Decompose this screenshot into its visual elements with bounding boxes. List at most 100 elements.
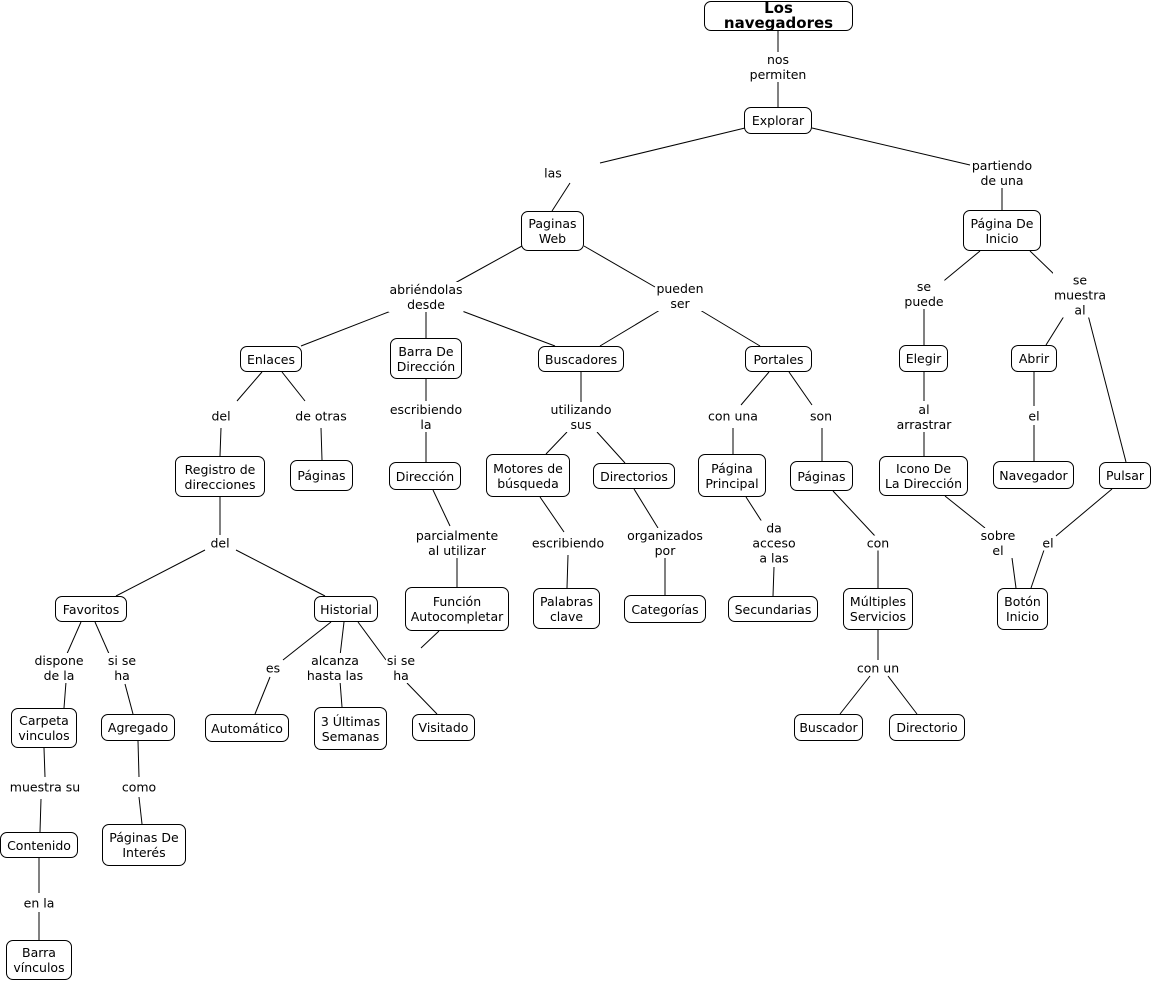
connector-line bbox=[115, 549, 206, 597]
concept-node-categorias[interactable]: Categorías bbox=[624, 595, 706, 623]
link-label-muestra-su: muestra su bbox=[8, 779, 82, 795]
connector-line bbox=[65, 621, 82, 657]
connector-line bbox=[745, 496, 765, 526]
connector-line bbox=[39, 798, 42, 833]
connector-line bbox=[282, 621, 332, 661]
concept-node-directorio[interactable]: Directorio bbox=[889, 714, 965, 741]
concept-node-semanas[interactable]: 3 Últimas Semanas bbox=[314, 707, 387, 750]
link-label-da-acceso: da acceso a las bbox=[751, 520, 797, 566]
concept-node-pulsar[interactable]: Pulsar bbox=[1099, 462, 1151, 489]
concept-node-pagina-principal[interactable]: Página Principal bbox=[698, 454, 766, 497]
connector-line bbox=[596, 431, 626, 464]
link-label-con-una: con una bbox=[707, 408, 759, 424]
connector-line bbox=[1030, 549, 1045, 589]
concept-node-enlaces[interactable]: Enlaces bbox=[240, 346, 302, 372]
connector-line bbox=[811, 127, 971, 166]
connector-line bbox=[454, 245, 523, 284]
connector-line bbox=[94, 621, 111, 657]
connector-line bbox=[339, 680, 343, 708]
link-label-utilizando: utilizando sus bbox=[549, 402, 613, 432]
concept-node-multiples[interactable]: Múltiples Servicios bbox=[843, 588, 913, 630]
concept-node-pagina-inicio[interactable]: Página De Inicio bbox=[963, 210, 1041, 251]
connector-line bbox=[939, 250, 981, 285]
connector-line bbox=[137, 740, 140, 778]
concept-node-automatico[interactable]: Automático bbox=[205, 714, 289, 742]
concept-node-contenido[interactable]: Contenido bbox=[0, 832, 78, 858]
concept-node-secundarias[interactable]: Secundarias bbox=[728, 596, 818, 622]
concept-node-paginas-otras[interactable]: Páginas bbox=[290, 460, 353, 491]
link-label-el-abrir: el bbox=[1027, 408, 1041, 424]
concept-node-barra-vinculos[interactable]: Barra vínculos bbox=[6, 940, 72, 980]
link-label-con: con bbox=[865, 535, 891, 551]
concept-node-motores[interactable]: Motores de búsqueda bbox=[486, 454, 570, 497]
connector-line bbox=[219, 427, 222, 457]
link-label-parcialmente: parcialmente al utilizar bbox=[414, 528, 500, 558]
connector-line bbox=[124, 683, 134, 715]
link-label-se-puede: se puede bbox=[903, 279, 945, 309]
link-label-de-otras: de otras bbox=[294, 408, 348, 424]
concept-node-directorios[interactable]: Directorios bbox=[593, 463, 675, 489]
connector-line bbox=[551, 182, 571, 212]
link-label-se-muestra: se muestra al bbox=[1052, 272, 1108, 318]
connector-line bbox=[545, 431, 568, 455]
connector-line bbox=[254, 676, 271, 715]
concept-node-registro[interactable]: Registro de direcciones bbox=[175, 456, 265, 497]
link-label-escribiendo: escribiendo bbox=[530, 535, 606, 551]
link-label-abriendolas: abriéndolas desde bbox=[388, 282, 464, 312]
link-label-es: es bbox=[264, 660, 282, 676]
connector-line bbox=[420, 630, 440, 649]
concept-node-navegadores[interactable]: Los navegadores bbox=[704, 1, 853, 31]
connector-line bbox=[699, 309, 761, 347]
connector-line bbox=[583, 245, 656, 288]
connector-line bbox=[43, 747, 46, 778]
concept-node-navegador[interactable]: Navegador bbox=[993, 461, 1074, 489]
connector-line bbox=[432, 489, 451, 527]
link-label-del-enlaces: del bbox=[210, 408, 232, 424]
concept-node-paginas-web[interactable]: Paginas Web bbox=[521, 211, 584, 251]
connector-line bbox=[63, 681, 67, 709]
concept-node-agregado[interactable]: Agregado bbox=[101, 714, 175, 741]
connector-line bbox=[235, 549, 326, 597]
connector-line bbox=[406, 682, 438, 715]
concept-node-buscador[interactable]: Buscador bbox=[794, 714, 863, 741]
connector-line bbox=[1055, 488, 1113, 537]
concept-node-elegir[interactable]: Elegir bbox=[899, 345, 948, 372]
concept-node-boton[interactable]: Botón Inicio bbox=[997, 588, 1048, 630]
connector-line bbox=[599, 127, 746, 164]
concept-node-buscadores[interactable]: Buscadores bbox=[538, 346, 624, 372]
connector-line bbox=[740, 371, 770, 406]
connector-line bbox=[281, 371, 306, 402]
concept-node-favoritos[interactable]: Favoritos bbox=[55, 596, 127, 622]
concept-node-barra-direccion[interactable]: Barra De Dirección bbox=[390, 338, 462, 379]
connector-line bbox=[887, 675, 918, 715]
concept-node-funcion[interactable]: Función Autocompletar bbox=[405, 587, 509, 631]
link-label-en-la: en la bbox=[22, 895, 56, 911]
connector-line bbox=[1011, 557, 1017, 589]
link-label-partiendo: partiendo de una bbox=[970, 158, 1034, 188]
link-label-alcanza: alcanza hasta las bbox=[305, 653, 365, 683]
connector-line bbox=[633, 488, 659, 529]
link-label-al-arrastrar: al arrastrar bbox=[895, 402, 953, 432]
concept-node-explorar[interactable]: Explorar bbox=[744, 107, 812, 134]
concept-node-paginas-portal[interactable]: Páginas bbox=[790, 461, 853, 491]
link-label-escribiendo-la: escribiendo la bbox=[388, 402, 464, 432]
connector-line bbox=[566, 554, 569, 589]
connector-line bbox=[839, 675, 871, 715]
link-label-pueden-ser: pueden ser bbox=[655, 281, 705, 311]
connector-line bbox=[1087, 314, 1127, 463]
concept-node-carpeta[interactable]: Carpeta vinculos bbox=[11, 708, 77, 748]
concept-node-icono[interactable]: Icono De La Dirección bbox=[879, 456, 968, 496]
concept-node-direccion[interactable]: Dirección bbox=[389, 462, 461, 490]
concept-node-palabras[interactable]: Palabras clave bbox=[533, 588, 600, 629]
connector-line bbox=[599, 309, 661, 347]
concept-node-historial[interactable]: Historial bbox=[314, 596, 378, 622]
connector-line bbox=[1045, 312, 1067, 346]
connector-line bbox=[772, 566, 775, 597]
concept-node-interes[interactable]: Páginas De Interés bbox=[102, 824, 186, 866]
connector-line bbox=[320, 427, 323, 461]
connector-line bbox=[357, 621, 387, 661]
concept-node-visitado[interactable]: Visitado bbox=[412, 714, 475, 741]
connector-line bbox=[300, 310, 392, 347]
concept-node-portales[interactable]: Portales bbox=[745, 346, 812, 372]
concept-node-abrir[interactable]: Abrir bbox=[1011, 345, 1057, 372]
